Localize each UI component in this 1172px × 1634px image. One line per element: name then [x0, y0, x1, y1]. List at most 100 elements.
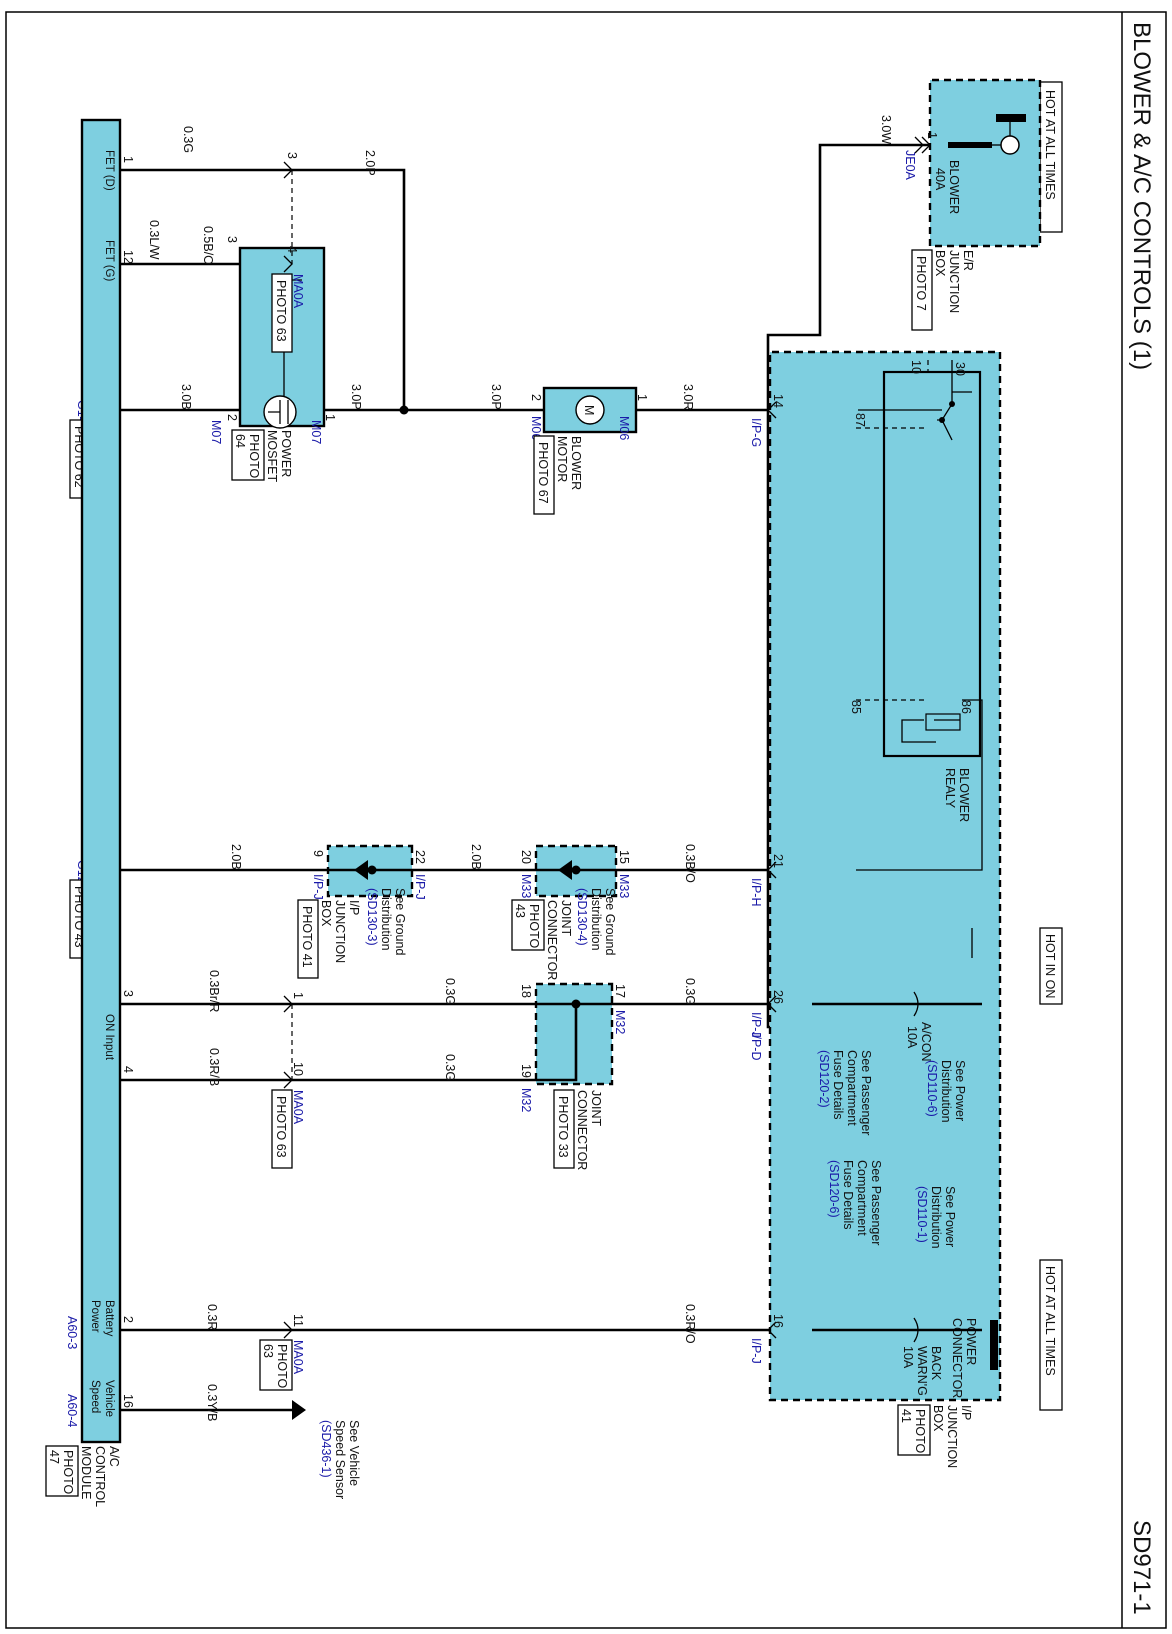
svg-text:0.3G: 0.3G — [683, 978, 697, 1005]
svg-text:0.3G: 0.3G — [443, 978, 457, 1005]
svg-text:47: 47 — [47, 1450, 61, 1464]
see-passenger-2: See Passenger Compartment Fuse Details (… — [827, 1160, 883, 1245]
svg-text:WARN'G: WARN'G — [915, 1346, 929, 1396]
svg-text:BLOWER & A/C CONTROLS (1): BLOWER & A/C CONTROLS (1) — [1128, 22, 1155, 370]
svg-text:MOSFET: MOSFET — [265, 430, 279, 482]
blower-fuse-40a: BLOWER 40A — [933, 114, 1026, 214]
relay-coil — [901, 713, 961, 743]
svg-text:Distribution: Distribution — [929, 1186, 943, 1249]
svg-text:PHOTO 33: PHOTO 33 — [556, 1096, 570, 1158]
svg-text:BOX: BOX — [933, 250, 947, 277]
svg-text:Vehicle: Vehicle — [103, 1380, 115, 1417]
svg-text:BOX: BOX — [319, 900, 333, 927]
svg-text:20: 20 — [519, 850, 533, 864]
svg-text:2: 2 — [529, 394, 543, 401]
svg-text:1: 1 — [121, 156, 135, 163]
svg-text:M07: M07 — [309, 420, 323, 444]
svg-text:22: 22 — [413, 850, 427, 864]
svg-text:See Power: See Power — [953, 1060, 967, 1121]
svg-text:Compartment: Compartment — [845, 1050, 859, 1126]
svg-text:M32: M32 — [519, 1088, 533, 1112]
svg-text:(SD130-4): (SD130-4) — [575, 888, 589, 946]
svg-text:0.3G: 0.3G — [443, 1054, 457, 1081]
svg-text:63: 63 — [261, 1344, 275, 1358]
svg-text:PHOTO 41: PHOTO 41 — [300, 906, 314, 968]
svg-text:I/P-J: I/P-J — [749, 1012, 763, 1038]
svg-text:9: 9 — [311, 850, 325, 857]
svg-text:Battery: Battery — [103, 1300, 115, 1337]
svg-text:Speed: Speed — [89, 1380, 101, 1413]
ma0a-connector-2: 1 10 MA0A PHOTO 63 — [271, 992, 305, 1169]
svg-text:Fuse Details: Fuse Details — [831, 1050, 845, 1119]
svg-text:0.3L/W: 0.3L/W — [147, 220, 161, 260]
svg-text:43: 43 — [513, 904, 527, 918]
svg-text:3.0B: 3.0B — [179, 384, 193, 410]
svg-text:10A: 10A — [905, 1026, 919, 1049]
svg-text:A/C: A/C — [107, 1446, 121, 1467]
ip-d-connector: I/P-D — [749, 1032, 763, 1060]
svg-text:M: M — [582, 405, 596, 415]
joint-m32-label: JOINT CONNECTOR PHOTO 33 — [553, 1089, 603, 1170]
svg-text:3: 3 — [285, 152, 299, 159]
svg-text:MA0A: MA0A — [291, 1090, 305, 1125]
svg-text:CONNECTOR: CONNECTOR — [950, 1318, 964, 1398]
svg-text:0.5B/O: 0.5B/O — [201, 226, 215, 265]
svg-text:HOT AT ALL TIMES: HOT AT ALL TIMES — [1043, 1266, 1057, 1376]
svg-text:(SD120-6): (SD120-6) — [827, 1160, 841, 1218]
er-box-label: E/R JUNCTION BOX PHOTO 7 — [911, 249, 975, 331]
svg-text:3: 3 — [121, 990, 135, 997]
ip-junction-box — [768, 350, 1002, 1402]
svg-text:11: 11 — [291, 1314, 305, 1327]
svg-text:See Passenger: See Passenger — [869, 1160, 883, 1245]
svg-text:PHOTO: PHOTO — [527, 904, 541, 948]
power-mosfet-label: POWER MOSFET PHOTO 64 — [231, 429, 293, 482]
svg-text:Speed Sensor: Speed Sensor — [333, 1420, 347, 1499]
svg-text:0.3R/O: 0.3R/O — [683, 1304, 697, 1344]
svg-text:CONNECTOR: CONNECTOR — [575, 1090, 589, 1170]
svg-text:I/P-D: I/P-D — [749, 1032, 763, 1060]
svg-text:M06: M06 — [617, 416, 631, 440]
svg-text:BOX: BOX — [931, 1405, 945, 1432]
svg-text:(SD436-1): (SD436-1) — [319, 1420, 333, 1478]
svg-text:CONTROL: CONTROL — [93, 1446, 107, 1507]
svg-text:I/P-J: I/P-J — [749, 1338, 763, 1364]
svg-text:1: 1 — [291, 992, 305, 999]
svg-text:See Vehicle: See Vehicle — [347, 1420, 361, 1486]
svg-text:64: 64 — [233, 434, 247, 448]
svg-text:17: 17 — [613, 984, 627, 998]
joint-m33-label: JOINT CONNECTOR PHOTO 43 — [511, 899, 573, 980]
svg-text:BLOWER: BLOWER — [569, 436, 583, 490]
svg-text:2: 2 — [225, 414, 239, 421]
svg-text:41: 41 — [899, 1409, 913, 1423]
svg-text:14: 14 — [771, 394, 785, 408]
svg-text:HOT AT ALL TIMES: HOT AT ALL TIMES — [1043, 90, 1057, 200]
svg-text:MOTOR: MOTOR — [555, 436, 569, 482]
ip-g-connector: 14 I/P-G — [749, 394, 785, 447]
svg-text:M32: M32 — [613, 1010, 627, 1034]
svg-text:See Passenger: See Passenger — [859, 1050, 873, 1135]
svg-text:M07: M07 — [209, 420, 223, 444]
svg-text:(SD120-2): (SD120-2) — [817, 1050, 831, 1108]
speed-sensor-ref: See Vehicle Speed Sensor (SD436-1) — [319, 1420, 361, 1499]
svg-text:87: 87 — [853, 413, 867, 427]
svg-text:JOINT: JOINT — [589, 1090, 603, 1126]
hot-at-all-times-label-bottom: HOT AT ALL TIMES — [1039, 1259, 1063, 1411]
svg-text:Fuse Details: Fuse Details — [841, 1160, 855, 1229]
svg-text:FET (G): FET (G) — [103, 240, 115, 281]
svg-text:MODULE: MODULE — [79, 1446, 93, 1499]
svg-text:4: 4 — [121, 1066, 135, 1073]
svg-text:0.3R: 0.3R — [205, 1304, 219, 1330]
svg-text:JUNCTION: JUNCTION — [333, 900, 347, 963]
svg-text:PHOTO: PHOTO — [913, 1409, 927, 1453]
svg-text:A/CON: A/CON — [919, 1022, 933, 1062]
svg-text:A60-4: A60-4 — [65, 1394, 79, 1427]
svg-text:See Ground: See Ground — [603, 888, 617, 955]
svg-text:JOINT: JOINT — [559, 900, 573, 936]
svg-text:16: 16 — [771, 1314, 785, 1328]
svg-text:I/P-J: I/P-J — [413, 874, 427, 900]
svg-text:3.0W: 3.0W — [879, 115, 893, 144]
svg-text:10: 10 — [909, 360, 923, 374]
back-warning-fuse: BACK WARN'G 10A — [901, 1317, 943, 1396]
